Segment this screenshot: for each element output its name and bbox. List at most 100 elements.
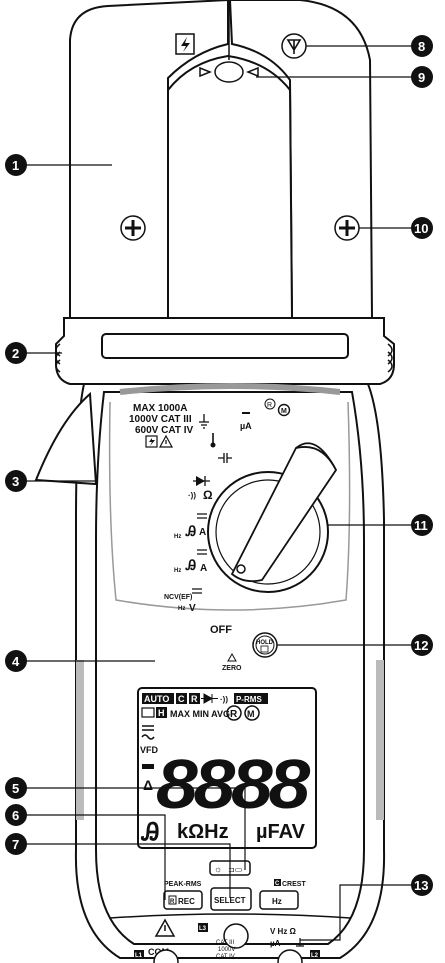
lcd-m-circle: M bbox=[247, 709, 255, 719]
terminal-l3-jack[interactable] bbox=[223, 923, 249, 949]
svg-text:R: R bbox=[267, 402, 272, 409]
lcd-minus bbox=[142, 764, 154, 769]
jaw-screw-left bbox=[120, 215, 146, 241]
terminal-area: L3 V Hz Ω COM µA L1 L2 CAT III 1000V CAT… bbox=[109, 913, 351, 963]
svg-text:1: 1 bbox=[12, 158, 19, 173]
callout-badges: 1 2 3 4 5 6 7 8 9 10 11 12 13 bbox=[5, 35, 433, 896]
terminal-cat-iv: CAT IV bbox=[216, 954, 235, 960]
lcd-display: AUTO C R ·)) P-RMS H MAX MIN AVG R M VFD… bbox=[137, 687, 317, 849]
svg-text:5: 5 bbox=[12, 781, 19, 796]
terminal-v-jack[interactable] bbox=[277, 949, 303, 963]
hz-label: Hz bbox=[272, 897, 282, 906]
clamp-icon-2: Ꭿ bbox=[185, 557, 196, 573]
lcd-clamp-icon: Ꭿ bbox=[140, 819, 159, 846]
callout-11: 11 bbox=[411, 514, 433, 536]
hold-button[interactable]: HOLD bbox=[252, 632, 278, 658]
svg-text:11: 11 bbox=[414, 518, 428, 533]
lcd-auto: AUTO bbox=[144, 694, 169, 704]
dial-label-amp-2: A bbox=[200, 563, 207, 574]
temperature-icon bbox=[210, 433, 216, 448]
warning-icon bbox=[145, 434, 174, 448]
jaw-trigger[interactable] bbox=[34, 391, 98, 486]
terminal-l2: L2 bbox=[311, 953, 319, 959]
terminal-1000v: 1000V bbox=[218, 947, 235, 953]
crest-label-group: C CREST bbox=[274, 879, 306, 888]
zero-label: ZERO bbox=[222, 665, 242, 672]
svg-text:3: 3 bbox=[12, 474, 19, 489]
svg-text:8: 8 bbox=[418, 39, 425, 54]
callout-7: 7 bbox=[5, 833, 27, 855]
svg-text:2: 2 bbox=[12, 346, 19, 361]
lcd-c: C bbox=[178, 694, 185, 704]
capacitor-icon bbox=[218, 453, 232, 463]
svg-text:M: M bbox=[281, 408, 287, 415]
lcd-units: µFAV bbox=[256, 821, 306, 843]
crest-label: CREST bbox=[282, 881, 306, 888]
dial-label-hz-2: Hz bbox=[174, 568, 181, 574]
dial-area-border bbox=[108, 401, 351, 611]
dial-label-amp-1: A bbox=[199, 527, 206, 538]
sound-icon: ·)) bbox=[188, 491, 196, 500]
side-grip-left bbox=[76, 660, 84, 820]
lcd-h: H bbox=[158, 708, 165, 718]
diode-continuity-icon bbox=[193, 476, 210, 486]
lcd-second-row: H MAX MIN AVG R M bbox=[141, 705, 260, 721]
rotary-function-switch[interactable] bbox=[207, 442, 338, 593]
dial-amp-1: Hz Ꭿ A bbox=[174, 513, 207, 540]
lcd-left-indicators: VFD Δ bbox=[140, 725, 159, 793]
lcd-vfd: VFD bbox=[140, 745, 159, 755]
lcd-max-min-avg: MAX MIN AVG bbox=[170, 709, 230, 719]
svg-text:13: 13 bbox=[414, 878, 428, 893]
clamp-jaws bbox=[69, 0, 374, 319]
lightning-icon bbox=[175, 33, 195, 55]
callout-5: 5 bbox=[5, 777, 27, 799]
battery-icon bbox=[141, 707, 155, 718]
terminal-l3: L3 bbox=[199, 926, 207, 932]
zero-label-group: ZERO bbox=[222, 652, 242, 672]
hold-label: HOLD bbox=[256, 640, 274, 646]
side-grip-right bbox=[376, 660, 384, 820]
terminal-cat-iii: CAT III bbox=[216, 940, 234, 946]
callout-8: 8 bbox=[411, 35, 433, 57]
lcd-diode-icon bbox=[201, 693, 218, 704]
lcd-prms: P-RMS bbox=[236, 695, 262, 704]
lcd-digits: 8888 bbox=[156, 745, 310, 823]
rec-m-icons: R M bbox=[264, 398, 291, 417]
peak-rms-label: PEAK-RMS bbox=[164, 881, 202, 888]
callout-4: 4 bbox=[5, 650, 27, 672]
terminal-l1: L1 bbox=[135, 953, 143, 959]
ground-icon-small bbox=[296, 938, 304, 947]
callout-6: 6 bbox=[5, 804, 27, 826]
svg-text:10: 10 bbox=[414, 221, 428, 236]
rec-prefix: R bbox=[170, 899, 175, 905]
callout-12: 12 bbox=[411, 634, 433, 656]
rating-cat-iv: 600V CAT IV bbox=[135, 425, 193, 436]
hz-button[interactable]: Hz bbox=[259, 890, 299, 910]
svg-text:7: 7 bbox=[12, 837, 19, 852]
svg-text:9: 9 bbox=[418, 70, 425, 85]
lcd-sound-icon: ·)) bbox=[220, 695, 228, 704]
rating-cat-iii: 1000V CAT III bbox=[129, 414, 192, 425]
clamp-icon-1: Ꭿ bbox=[185, 523, 196, 539]
rec-button[interactable]: R REC bbox=[163, 890, 203, 910]
svg-text:12: 12 bbox=[414, 638, 428, 653]
callout-10: 10 bbox=[411, 217, 433, 239]
jaw-screw-right bbox=[334, 215, 360, 241]
lcd-r: R bbox=[191, 694, 198, 704]
ground-icon bbox=[199, 414, 209, 429]
callout-2: 2 bbox=[5, 342, 27, 364]
dial-label-ncv: NCV(EF) bbox=[164, 594, 192, 601]
select-button[interactable]: SELECT bbox=[210, 887, 252, 911]
callout-3: 3 bbox=[5, 470, 27, 492]
select-label: SELECT bbox=[214, 896, 246, 905]
dial-pointer-dot bbox=[236, 564, 246, 574]
flashlight-icon: ⊐▭ bbox=[228, 865, 242, 874]
lcd-delta: Δ bbox=[143, 777, 153, 793]
dial-area-rim bbox=[119, 383, 341, 395]
dial-label-v: V bbox=[189, 603, 196, 614]
terminal-com-jack[interactable] bbox=[153, 949, 179, 963]
dial-label-ua: µA bbox=[240, 421, 252, 431]
dial-scale: µA R M Ω ·)) Hz Ꭿ A Hz Ꭿ A bbox=[164, 398, 291, 636]
antenna-icon bbox=[281, 33, 307, 59]
lcd-khz: kΩHz bbox=[177, 821, 229, 843]
